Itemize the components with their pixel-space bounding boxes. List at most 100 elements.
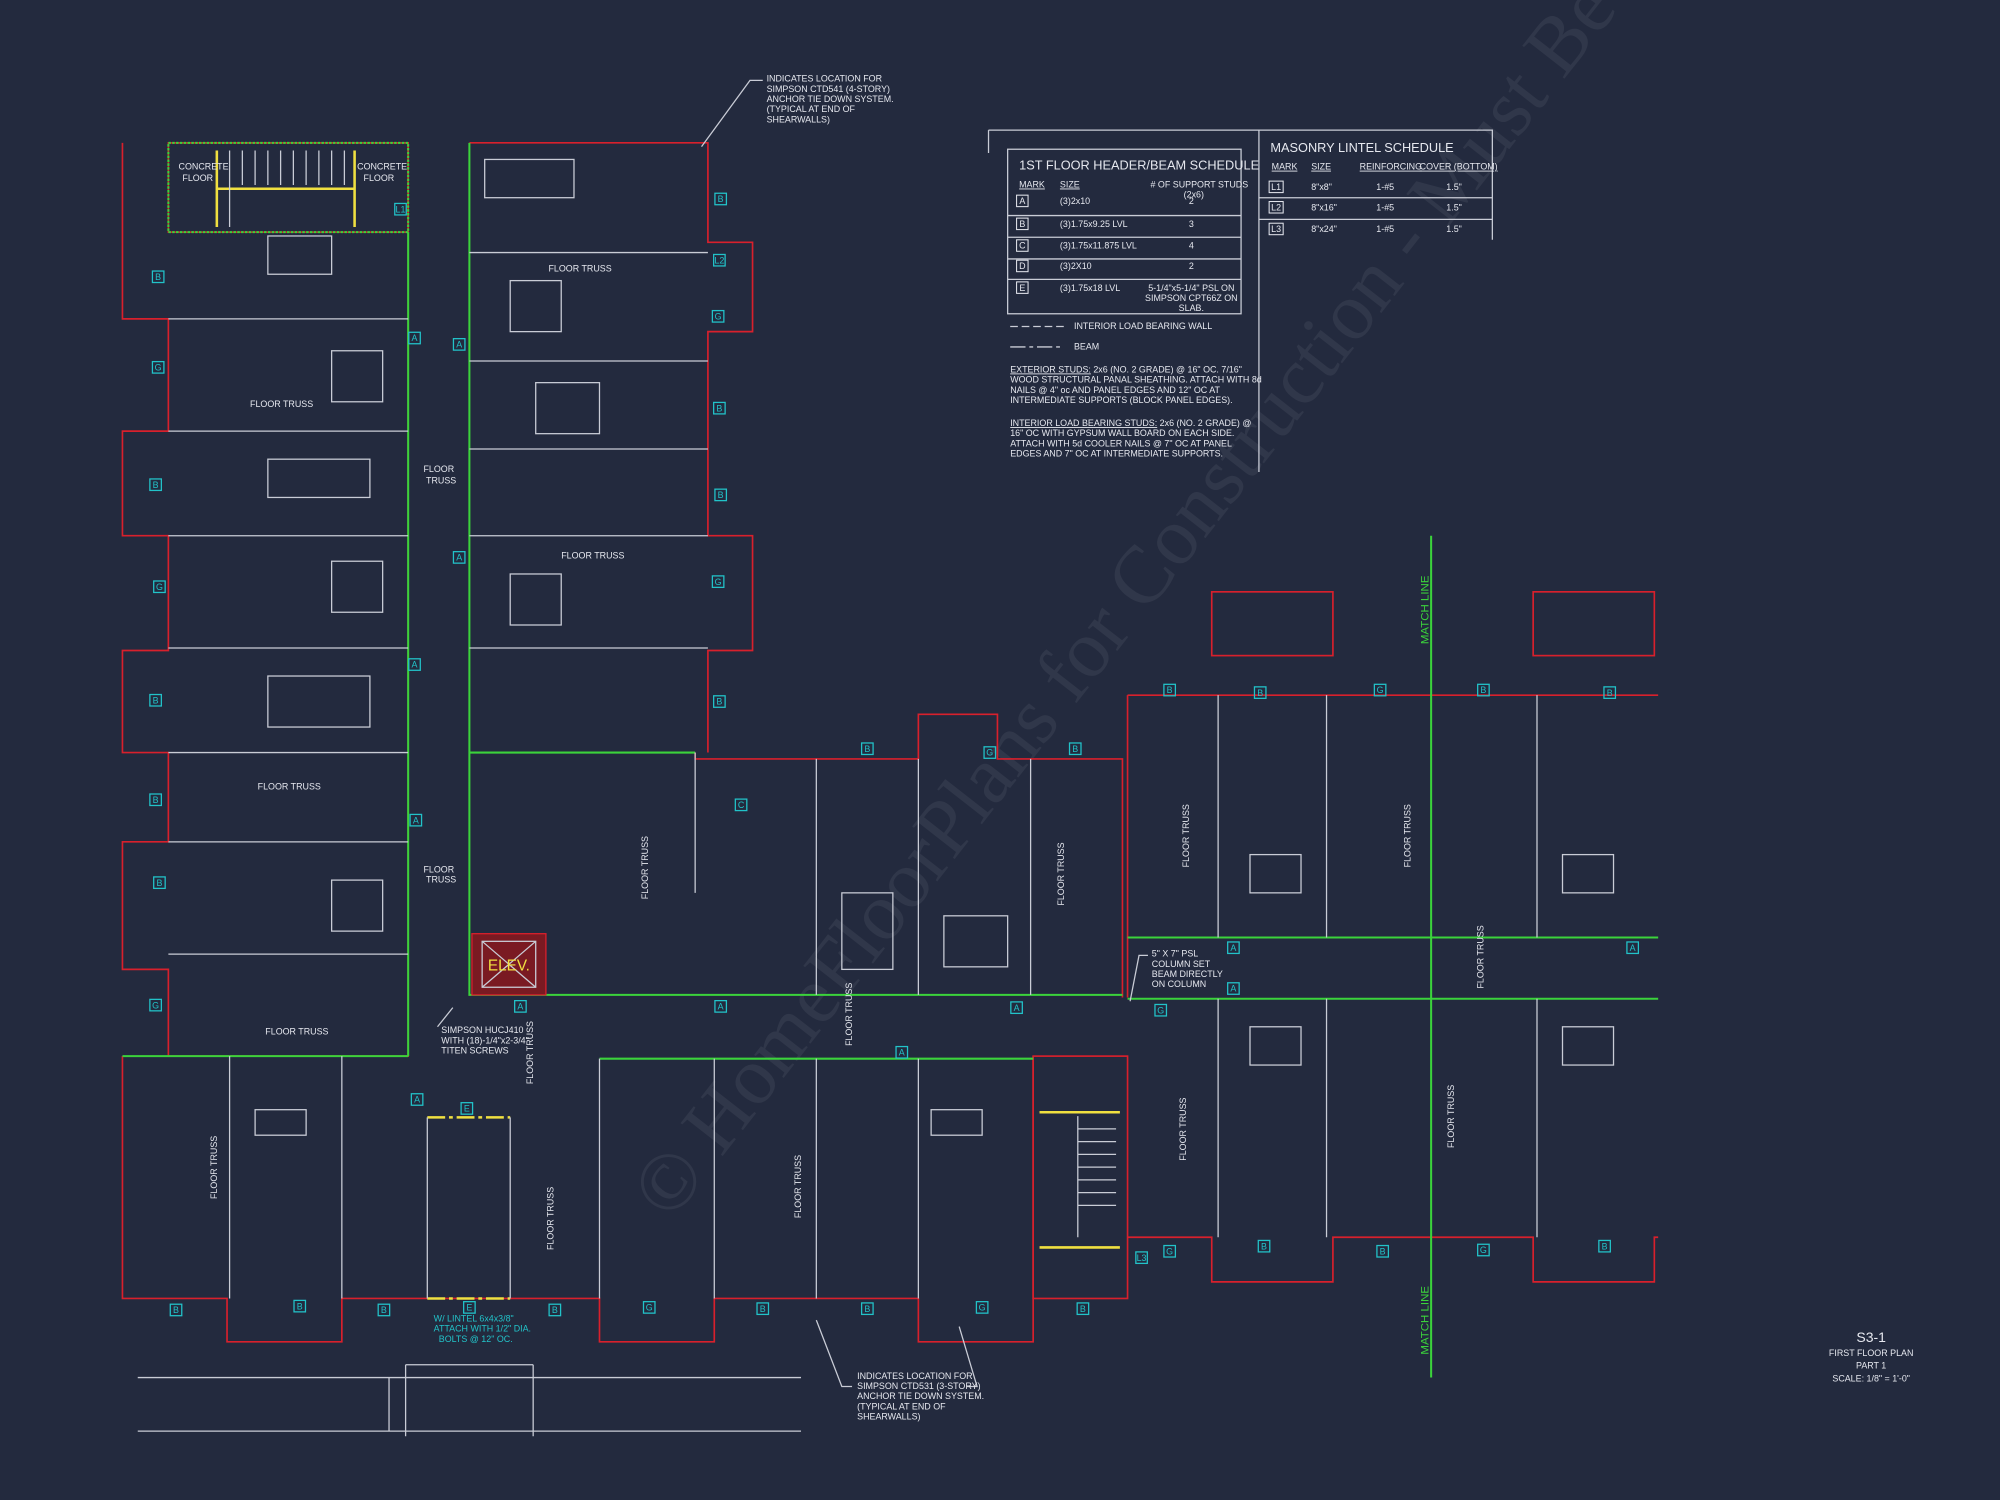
header-beam-schedule: 1ST FLOOR HEADER/BEAM SCHEDULE MARK SIZE… — [1007, 148, 1259, 315]
row-mark: L3 — [1271, 224, 1281, 234]
svg-text:A: A — [1230, 943, 1236, 953]
svg-text:EXTERIOR STUDS: 2x6 (NO. 2 GRA: EXTERIOR STUDS: 2x6 (NO. 2 GRADE) @ 16" … — [1010, 364, 1242, 374]
beam-mark-tag: B — [149, 693, 162, 707]
svg-text:B: B — [760, 1304, 766, 1314]
svg-text:G: G — [152, 1000, 159, 1010]
row-studs: 4 — [1189, 241, 1194, 251]
svg-text:A: A — [718, 1002, 724, 1012]
svg-text:FLOOR TRUSS: FLOOR TRUSS — [548, 264, 611, 274]
svg-text:FLOOR: FLOOR — [423, 864, 454, 874]
callout-bottom-anchor: INDICATES LOCATION FOR SIMPSON CTD531 (3… — [815, 1319, 984, 1422]
beam-mark-tag: A — [1227, 941, 1240, 955]
svg-text:WOOD STRUCTURAL PANAL SHEATHIN: WOOD STRUCTURAL PANAL SHEATHING. ATTACH … — [1010, 375, 1262, 385]
svg-text:INDICATES LOCATION FOR: INDICATES LOCATION FOR — [767, 74, 883, 84]
svg-text:A: A — [899, 1047, 905, 1057]
callout-top-anchor: INDICATES LOCATION FOR SIMPSON CTD541 (4… — [701, 74, 894, 148]
svg-text:FLOOR: FLOOR — [182, 173, 213, 183]
svg-text:A: A — [456, 340, 462, 350]
beam-mark-tag: B — [1068, 742, 1082, 756]
svg-text:G: G — [1377, 685, 1384, 695]
svg-text:A: A — [1630, 943, 1636, 953]
beam-mark-tag: G — [975, 1301, 989, 1314]
svg-text:PART 1: PART 1 — [1856, 1361, 1886, 1371]
svg-text:B: B — [864, 744, 870, 754]
svg-text:FLOOR TRUSS: FLOOR TRUSS — [1178, 1097, 1188, 1160]
svg-text:FLOOR TRUSS: FLOOR TRUSS — [209, 1136, 219, 1199]
beam-mark-tag: B — [149, 793, 162, 807]
svg-text:FLOOR TRUSS: FLOOR TRUSS — [258, 782, 321, 792]
svg-text:EDGES AND 7" OC AT INTERMEDIAT: EDGES AND 7" OC AT INTERMEDIATE SUPPORTS… — [1010, 449, 1223, 459]
svg-text:G: G — [1480, 1245, 1487, 1255]
svg-text:(2x6): (2x6) — [1184, 190, 1204, 200]
beam-mark-tag: B — [293, 1299, 307, 1313]
svg-text:B: B — [1080, 1304, 1086, 1314]
svg-text:FLOOR: FLOOR — [364, 173, 395, 183]
svg-text:B: B — [1602, 1241, 1608, 1251]
callout-lintel: W/ LINTEL 6x4x3/8" ATTACH WITH 1/2" DIA.… — [434, 1313, 531, 1343]
stud-notes: EXTERIOR STUDS: 2x6 (NO. 2 GRADE) @ 16" … — [1010, 364, 1262, 458]
beam-mark-tag: G — [1373, 683, 1387, 697]
beam-mark-tag: B — [714, 192, 728, 206]
svg-text:G: G — [1157, 1005, 1164, 1015]
svg-text:B: B — [1480, 685, 1486, 695]
row-cover: 1.5" — [1446, 202, 1462, 212]
match-line-label: MATCH LINE — [1420, 575, 1432, 644]
svg-text:A: A — [412, 660, 418, 670]
svg-text:SIMPSON HUCJ410: SIMPSON HUCJ410 — [441, 1025, 523, 1035]
svg-text:© HomeFloorPlans for Construct: © HomeFloorPlans for Construction - Must… — [613, 0, 2000, 1234]
svg-text:A: A — [456, 553, 462, 563]
svg-text:W/ LINTEL 6x4x3/8": W/ LINTEL 6x4x3/8" — [434, 1313, 514, 1323]
svg-text:ATTACH WITH 1/2" DIA.: ATTACH WITH 1/2" DIA. — [434, 1324, 531, 1334]
row-reinforcing: 1-#5 — [1376, 182, 1394, 192]
svg-text:B: B — [1167, 685, 1173, 695]
beam-mark-tag: A — [410, 1093, 424, 1106]
beam-mark-tag: L1 — [394, 202, 407, 216]
svg-text:SIZE: SIZE — [1060, 180, 1080, 190]
svg-text:G: G — [715, 312, 722, 322]
beam-mark-tag: B — [1598, 1239, 1611, 1253]
beam-mark-tag: G — [1477, 1243, 1490, 1257]
beam-mark-tag: A — [452, 551, 466, 564]
beam-mark-tag: B — [1477, 683, 1490, 697]
beam-mark-tag: G — [711, 309, 725, 323]
svg-text:G: G — [986, 748, 993, 758]
svg-text:(TYPICAL AT END OF: (TYPICAL AT END OF — [857, 1401, 946, 1411]
svg-text:B: B — [297, 1301, 303, 1311]
row-size: (3)1.75x9.25 LVL — [1060, 219, 1128, 229]
svg-text:B: B — [155, 272, 161, 282]
svg-text:B: B — [1607, 688, 1613, 698]
beam-mark-tag: B — [713, 695, 726, 708]
svg-text:C: C — [738, 800, 745, 810]
svg-text:BEAM DIRECTLY: BEAM DIRECTLY — [1152, 969, 1223, 979]
svg-text:TRUSS: TRUSS — [426, 875, 456, 885]
beam-mark-tag: C — [734, 798, 748, 812]
beam-mark-tag: A — [895, 1045, 909, 1059]
beam-mark-tag: B — [756, 1302, 770, 1316]
svg-text:TITEN SCREWS: TITEN SCREWS — [441, 1046, 508, 1056]
row-mark: L2 — [1271, 202, 1281, 212]
svg-text:G: G — [979, 1303, 986, 1313]
title-block: S3-1 FIRST FLOOR PLAN PART 1 SCALE: 1/8"… — [1829, 1329, 1913, 1384]
beam-mark-tag: A — [514, 1000, 527, 1013]
schedule-title: 1ST FLOOR HEADER/BEAM SCHEDULE — [1019, 158, 1259, 173]
beam-mark-tag: G — [1154, 1003, 1168, 1017]
svg-text:SHEARWALLS): SHEARWALLS) — [767, 114, 830, 124]
beam-mark-tag: L2 — [713, 253, 726, 267]
row-studs: 2 — [1189, 261, 1194, 271]
beam-mark-tag: A — [452, 338, 466, 351]
svg-text:B: B — [1072, 744, 1078, 754]
beam-mark-tag: G — [153, 580, 166, 594]
svg-text:FLOOR TRUSS: FLOOR TRUSS — [1403, 804, 1413, 867]
svg-text:INDICATES LOCATION FOR: INDICATES LOCATION FOR — [857, 1371, 973, 1381]
svg-text:SCALE: 1/8" = 1'-0": SCALE: 1/8" = 1'-0" — [1832, 1373, 1910, 1383]
row-mark: C — [1019, 241, 1026, 251]
beam-mark-tag: B — [860, 742, 874, 756]
legend: INTERIOR LOAD BEARING WALL BEAM — [1010, 321, 1212, 351]
beam-mark-tag: B — [151, 270, 165, 284]
row-size: 8"x16" — [1311, 202, 1337, 212]
